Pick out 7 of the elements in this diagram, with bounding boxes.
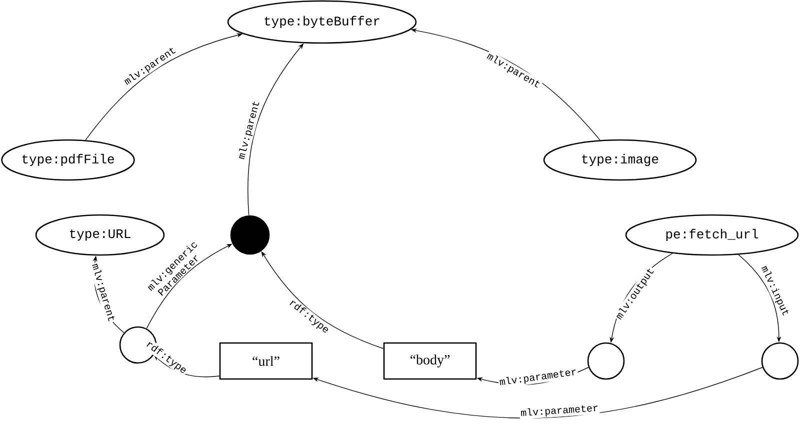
- literal-box: “url”: [219, 342, 313, 380]
- blank-node-circle: [230, 215, 270, 255]
- edge-label: mlv:parameter: [498, 366, 579, 389]
- edge-label: mlv:parameter: [519, 402, 600, 420]
- resource-circle: [761, 342, 799, 380]
- literal-box: “body”: [383, 342, 477, 380]
- resource-circle: [587, 342, 625, 380]
